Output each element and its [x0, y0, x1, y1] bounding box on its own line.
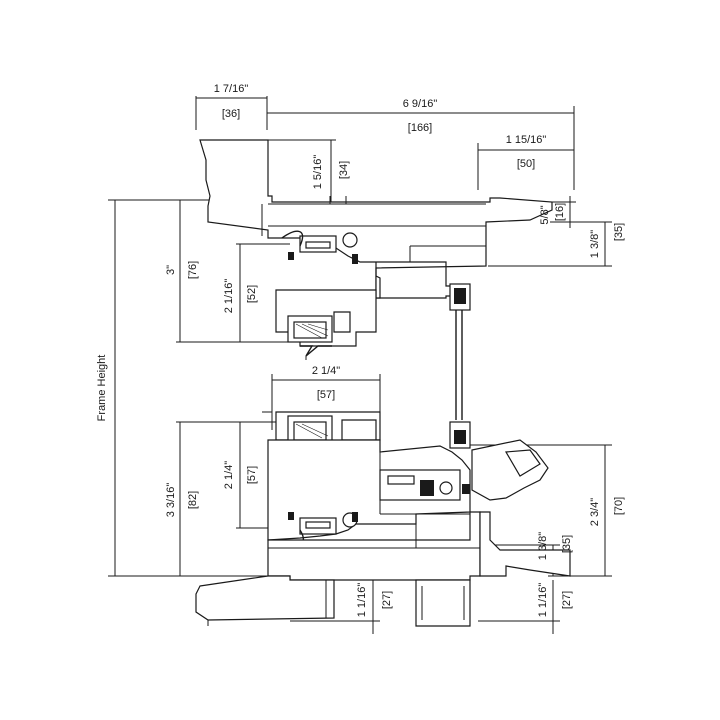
dim-meeting-rail-width: 2 1/4" — [312, 365, 340, 377]
dim-head-top-height-mm: [34] — [338, 161, 350, 179]
dim-top-rail-height-mm: [76] — [187, 261, 199, 279]
dim-bottom-rail-height-mm: [82] — [187, 491, 199, 509]
dim-overall-depth: 6 9/16" — [403, 98, 438, 110]
dim-head-left-width: 1 7/16" — [214, 83, 249, 95]
dim-sill-right-height: 2 3/4" — [589, 498, 601, 526]
glass — [455, 310, 463, 420]
dim-sill-right-drop: 1 1/16" — [537, 583, 549, 618]
dim-head-right-width-mm: [50] — [517, 158, 535, 170]
dim-head-step-small: 5/8" — [539, 205, 551, 224]
dim-meeting-rail-width-mm: [57] — [317, 389, 335, 401]
dim-top-rail-height: 3" — [165, 265, 177, 275]
dim-head-step-small-mm: [16] — [554, 203, 566, 221]
dim-sill-left-drop: 1 1/16" — [356, 583, 368, 618]
dim-sill-left-drop-mm: [27] — [381, 591, 393, 609]
lower-sash — [267, 411, 549, 546]
dim-sill-step-mm: [35] — [561, 535, 573, 553]
dim-sill-right-drop-mm: [27] — [561, 591, 573, 609]
dim-head-right-height-mm: [35] — [613, 223, 625, 241]
dim-head-left-width-mm: [36] — [222, 108, 240, 120]
dim-head-top-height: 1 5/16" — [312, 155, 324, 190]
dim-bottom-sash-height-mm: [57] — [246, 466, 258, 484]
sill-profile — [195, 511, 571, 627]
dim-top-sash-height-mm: [52] — [246, 285, 258, 303]
dim-head-right-height: 1 3/8" — [589, 230, 601, 258]
dim-frame-height: Frame Height — [96, 355, 108, 422]
dim-top-sash-height: 2 1/16" — [223, 279, 235, 314]
dim-head-right-width: 1 15/16" — [506, 134, 547, 146]
dim-bottom-rail-height: 3 3/16" — [165, 483, 177, 518]
upper-sash — [275, 289, 377, 360]
dimension-lines — [108, 96, 612, 634]
dim-overall-depth-mm: [166] — [408, 122, 432, 134]
head-profile — [199, 139, 553, 311]
dim-bottom-sash-height: 2 1/4" — [223, 461, 235, 489]
dim-sill-right-height-mm: [70] — [613, 497, 625, 515]
dim-sill-step: 1 3/8" — [537, 532, 549, 560]
dimension-labels: 1 7/16" [36] 6 9/16" [166] 1 15/16" [50]… — [96, 83, 625, 617]
